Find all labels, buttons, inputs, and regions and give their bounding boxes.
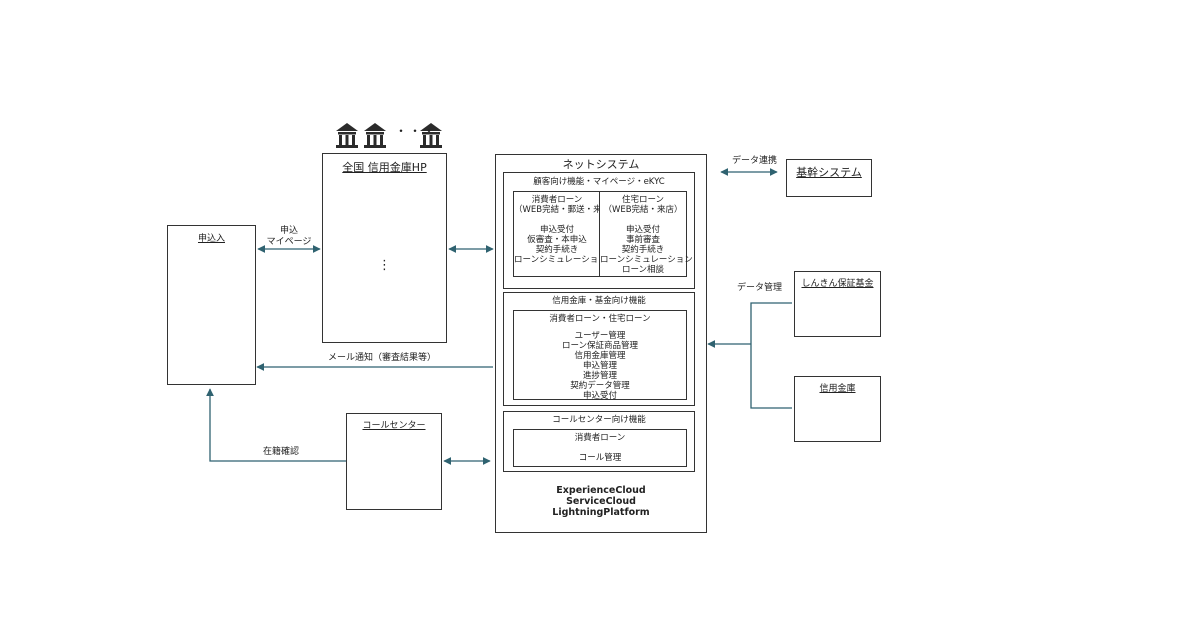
bank-function-item: 申込管理 <box>582 361 617 371</box>
consumer-loan-card: 消費者ローン（WEB完結・郵送・来店） 申込受付仮審査・本申込契約手続きローンシ… <box>513 191 619 277</box>
platform-name: ServiceCloud <box>566 496 636 507</box>
shinkin-bank-box: 信用金庫 <box>794 376 881 442</box>
data-mgmt-label: データ管理 <box>737 283 783 293</box>
bank-function-item: ローン保証商品管理 <box>561 341 639 351</box>
callcenter-box: コールセンター <box>346 413 442 510</box>
callcenter-functions-panel: コールセンター向け機能 消費者ローン コール管理 <box>503 411 695 472</box>
callcenter-functions-title: コールセンター向け機能 <box>552 415 646 425</box>
bank-loans-card: 消費者ローン・住宅ローン ユーザー管理ローン保証商品管理信用金庫管理申込管理進捗… <box>513 310 687 401</box>
platform-name: LightningPlatform <box>552 507 650 518</box>
callcenter-title: コールセンター <box>362 421 426 431</box>
bank-function-item: 進捗管理 <box>582 371 617 381</box>
mypage-label-line: 申込 <box>279 226 298 236</box>
consumer-loan-item: （WEB完結・郵送・来店） <box>514 205 619 215</box>
more-banks-ellipsis: ・・・ <box>395 124 438 138</box>
applicant-title: 申込入 <box>197 234 225 244</box>
data-link-label: データ連携 <box>732 156 778 166</box>
employment-connector <box>206 388 347 462</box>
consumer-loan-item: 消費者ローン <box>531 195 583 205</box>
consumer-loan-item: 仮審査・本申込 <box>527 235 587 245</box>
hp-title: 全国 信用金庫HP <box>342 161 427 174</box>
callcenter-function-item: コール管理 <box>578 453 622 463</box>
housing-loan-item <box>600 215 686 225</box>
housing-loan-item: 事前審査 <box>625 235 660 245</box>
housing-loan-list: 住宅ローン（WEB完結・来店） 申込受付事前審査契約手続きローンシミュレーション… <box>600 195 693 275</box>
bank-loans-title: 消費者ローン・住宅ローン <box>549 314 651 324</box>
bank-functions-title: 信用金庫・基金向け機能 <box>552 296 646 306</box>
core-system-title: 基幹システム <box>796 166 862 179</box>
mypage-label-line: マイページ <box>266 236 312 247</box>
customer-functions-panel: 顧客向け機能・マイページ・eKYC 消費者ローン（WEB完結・郵送・来店） 申込… <box>503 172 695 289</box>
housing-loan-item: 住宅ローン <box>621 195 665 205</box>
housing-loan-item: 契約手続き <box>621 245 665 255</box>
callcenter-function-item: 消費者ローン <box>574 433 626 443</box>
shinkin-bank-title: 信用金庫 <box>819 384 856 394</box>
callcenter-loans-card: 消費者ローン コール管理 <box>513 429 687 467</box>
bank-function-item: ユーザー管理 <box>574 331 626 341</box>
mypage-label: 申込 マイページ <box>262 226 316 247</box>
housing-loan-item: ローン相談 <box>621 265 665 275</box>
data-mgmt-bracket <box>750 302 792 409</box>
housing-loan-card: 住宅ローン（WEB完結・来店） 申込受付事前審査契約手続きローンシミュレーション… <box>599 191 693 277</box>
applicant-box: 申込入 <box>167 225 256 385</box>
platform-name: ExperienceCloud <box>556 485 646 496</box>
bank-functions-panel: 信用金庫・基金向け機能 消費者ローン・住宅ローン ユーザー管理ローン保証商品管理… <box>503 292 695 406</box>
more-sites-ellipsis: ⋮ <box>378 258 391 273</box>
core-system-box: 基幹システム <box>786 159 872 197</box>
bank-function-item: 契約データ管理 <box>570 381 630 391</box>
hp-box: 全国 信用金庫HP ⋮ <box>322 153 447 343</box>
bank-function-item: 信用金庫管理 <box>574 351 626 361</box>
bank-icon <box>336 123 358 148</box>
housing-loan-item: （WEB完結・来店） <box>603 205 683 215</box>
callcenter-functions-list: 消費者ローン コール管理 <box>514 433 686 463</box>
guarantee-fund-box: しんきん保証基金 <box>794 271 881 337</box>
net-system-box: ネットシステム 顧客向け機能・マイページ・eKYC 消費者ローン（WEB完結・郵… <box>495 154 707 533</box>
customer-functions-title: 顧客向け機能・マイページ・eKYC <box>533 177 665 187</box>
consumer-loan-list: 消費者ローン（WEB完結・郵送・来店） 申込受付仮審査・本申込契約手続きローンシ… <box>514 195 619 265</box>
consumer-loan-item: 契約手続き <box>535 245 579 255</box>
consumer-loan-item: ローンシミュレーション <box>514 255 607 265</box>
employment-check-label: 在籍確認 <box>263 447 300 457</box>
callcenter-function-item <box>514 443 686 453</box>
guarantee-fund-title: しんきん保証基金 <box>801 279 874 289</box>
housing-loan-item: 申込受付 <box>625 225 660 235</box>
bank-icon <box>364 123 386 148</box>
bank-functions-list: ユーザー管理ローン保証商品管理信用金庫管理申込管理進捗管理契約データ管理申込受付 <box>514 331 686 401</box>
consumer-loan-item <box>514 215 600 225</box>
mail-notice-label: メール通知（審査結果等） <box>328 353 437 363</box>
housing-loan-item: ローンシミュレーション <box>600 255 693 265</box>
bank-function-item: 申込受付 <box>582 391 617 401</box>
consumer-loan-item: 申込受付 <box>539 225 574 235</box>
net-system-title: ネットシステム <box>562 158 640 171</box>
